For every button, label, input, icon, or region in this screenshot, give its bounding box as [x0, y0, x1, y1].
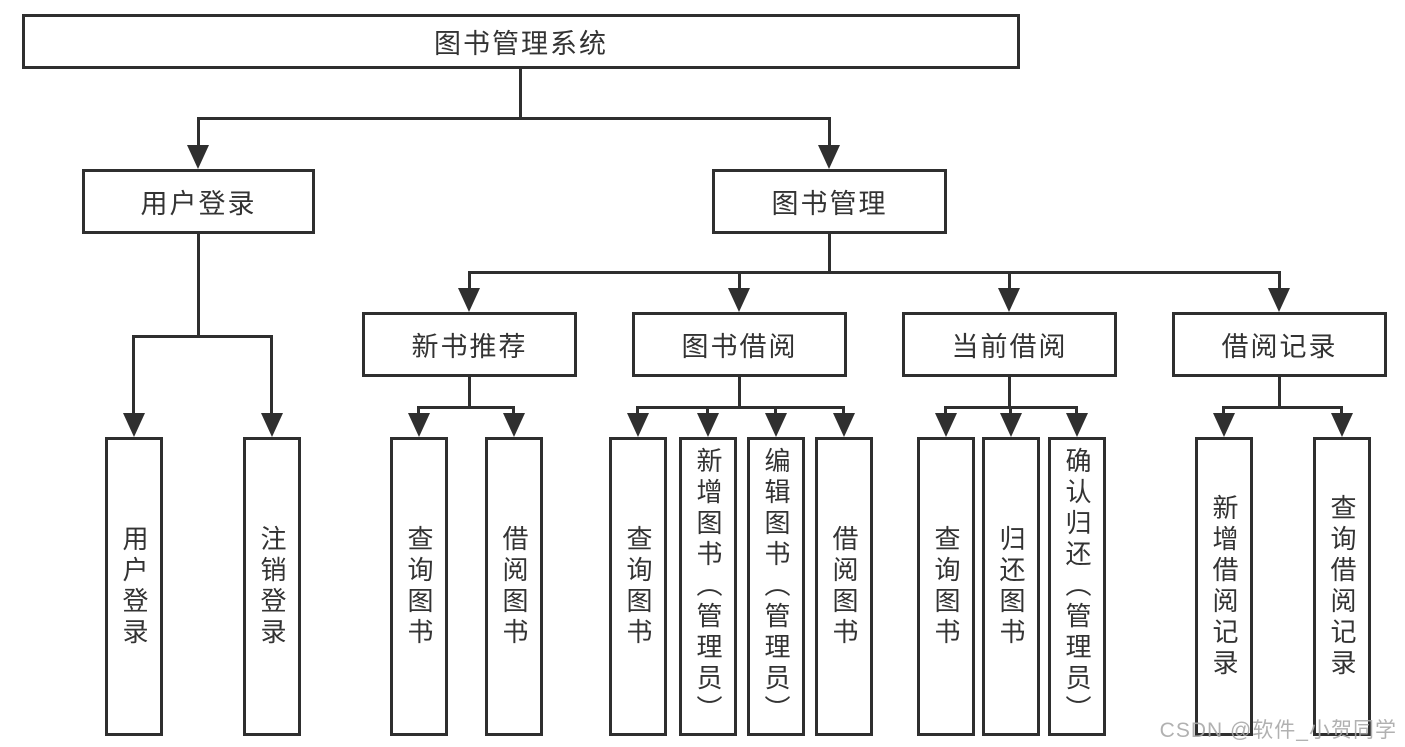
- connector-line: [1008, 271, 1011, 288]
- arrowhead-down-icon: [627, 413, 649, 437]
- node-label: 用户登录: [140, 189, 257, 219]
- node-new-book-recommendation: 新书推荐: [362, 312, 577, 377]
- leaf-label: 新增图书（管理员）: [693, 447, 723, 726]
- leaf-label: 注销登录: [257, 524, 287, 649]
- leaf-user-login: 用户登录: [105, 437, 163, 736]
- arrowhead-down-icon: [697, 413, 719, 437]
- node-label: 图书借阅: [681, 332, 798, 362]
- arrowhead-down-icon: [261, 413, 283, 437]
- node-current-borrowing: 当前借阅: [902, 312, 1117, 377]
- connector-line: [738, 271, 741, 288]
- leaf-label: 查询借阅记录: [1327, 493, 1357, 680]
- node-label: 当前借阅: [951, 332, 1068, 362]
- node-user-login: 用户登录: [82, 169, 315, 234]
- leaf-borrow-books-borrowing: 借阅图书: [815, 437, 873, 736]
- connector-line: [417, 406, 420, 414]
- node-book-management: 图书管理: [712, 169, 947, 234]
- leaf-query-books-borrowing: 查询图书: [609, 437, 667, 736]
- leaf-label: 借阅图书: [829, 524, 859, 649]
- arrowhead-down-icon: [408, 413, 430, 437]
- connector-line: [944, 406, 1078, 409]
- connector-line: [944, 406, 947, 414]
- leaf-label: 借阅图书: [499, 524, 529, 649]
- leaf-label: 查询图书: [623, 524, 653, 649]
- connector-line: [842, 406, 845, 414]
- arrowhead-down-icon: [998, 288, 1020, 312]
- leaf-query-books-current: 查询图书: [917, 437, 975, 736]
- arrowhead-down-icon: [458, 288, 480, 312]
- leaf-confirm-return-admin: 确认归还（管理员）: [1048, 437, 1106, 736]
- arrowhead-down-icon: [833, 413, 855, 437]
- leaf-query-borrow-record: 查询借阅记录: [1313, 437, 1371, 736]
- connector-line: [636, 406, 639, 414]
- node-label: 图书管理: [771, 189, 888, 219]
- connector-line: [1009, 406, 1012, 414]
- leaf-edit-book-admin: 编辑图书（管理员）: [747, 437, 805, 736]
- connector-line: [270, 335, 273, 413]
- leaf-label: 查询图书: [931, 524, 961, 649]
- leaf-label: 用户登录: [119, 524, 149, 649]
- connector-line: [636, 406, 845, 409]
- connector-line: [1278, 271, 1281, 288]
- arrowhead-down-icon: [1331, 413, 1353, 437]
- arrowhead-down-icon: [765, 413, 787, 437]
- node-borrowing-records: 借阅记录: [1172, 312, 1387, 377]
- arrowhead-down-icon: [818, 145, 840, 169]
- leaf-label: 归还图书: [996, 524, 1026, 649]
- connector-line: [828, 234, 831, 271]
- connector-line: [468, 271, 471, 288]
- connector-line: [706, 406, 709, 414]
- leaf-query-books-recommend: 查询图书: [390, 437, 448, 736]
- connector-line: [519, 69, 522, 117]
- node-library-system: 图书管理系统: [22, 14, 1020, 69]
- leaf-label: 查询图书: [404, 524, 434, 649]
- arrowhead-down-icon: [1268, 288, 1290, 312]
- connector-line: [468, 271, 1281, 274]
- connector-line: [738, 377, 741, 406]
- arrowhead-down-icon: [728, 288, 750, 312]
- node-book-borrowing: 图书借阅: [632, 312, 847, 377]
- connector-line: [132, 335, 135, 413]
- arrowhead-down-icon: [187, 145, 209, 169]
- leaf-label: 新增借阅记录: [1209, 493, 1239, 680]
- arrowhead-down-icon: [1000, 413, 1022, 437]
- arrowhead-down-icon: [935, 413, 957, 437]
- connector-line: [197, 234, 200, 335]
- connector-line: [468, 377, 471, 406]
- connector-line: [1340, 406, 1343, 414]
- connector-line: [1278, 377, 1281, 406]
- leaf-label: 编辑图书（管理员）: [761, 447, 791, 726]
- node-label: 借阅记录: [1221, 332, 1338, 362]
- arrowhead-down-icon: [123, 413, 145, 437]
- connector-line: [1222, 406, 1343, 409]
- connector-line: [1075, 406, 1078, 414]
- arrowhead-down-icon: [503, 413, 525, 437]
- connector-line: [417, 406, 515, 409]
- leaf-borrow-books-recommend: 借阅图书: [485, 437, 543, 736]
- leaf-logout: 注销登录: [243, 437, 301, 736]
- connector-line: [828, 117, 831, 145]
- connector-line: [774, 406, 777, 414]
- node-label: 图书管理系统: [434, 29, 608, 59]
- connector-line: [197, 117, 200, 145]
- connector-line: [132, 335, 273, 338]
- leaf-return-books: 归还图书: [982, 437, 1040, 736]
- arrowhead-down-icon: [1213, 413, 1235, 437]
- leaf-add-borrow-record: 新增借阅记录: [1195, 437, 1253, 736]
- connector-line: [1222, 406, 1225, 414]
- node-label: 新书推荐: [411, 332, 528, 362]
- leaf-label: 确认归还（管理员）: [1062, 447, 1092, 726]
- leaf-add-book-admin: 新增图书（管理员）: [679, 437, 737, 736]
- connector-line: [512, 406, 515, 414]
- arrowhead-down-icon: [1066, 413, 1088, 437]
- connector-line: [1008, 377, 1011, 406]
- connector-line: [197, 117, 831, 120]
- watermark: CSDN @软件_小贺同学: [1159, 719, 1397, 742]
